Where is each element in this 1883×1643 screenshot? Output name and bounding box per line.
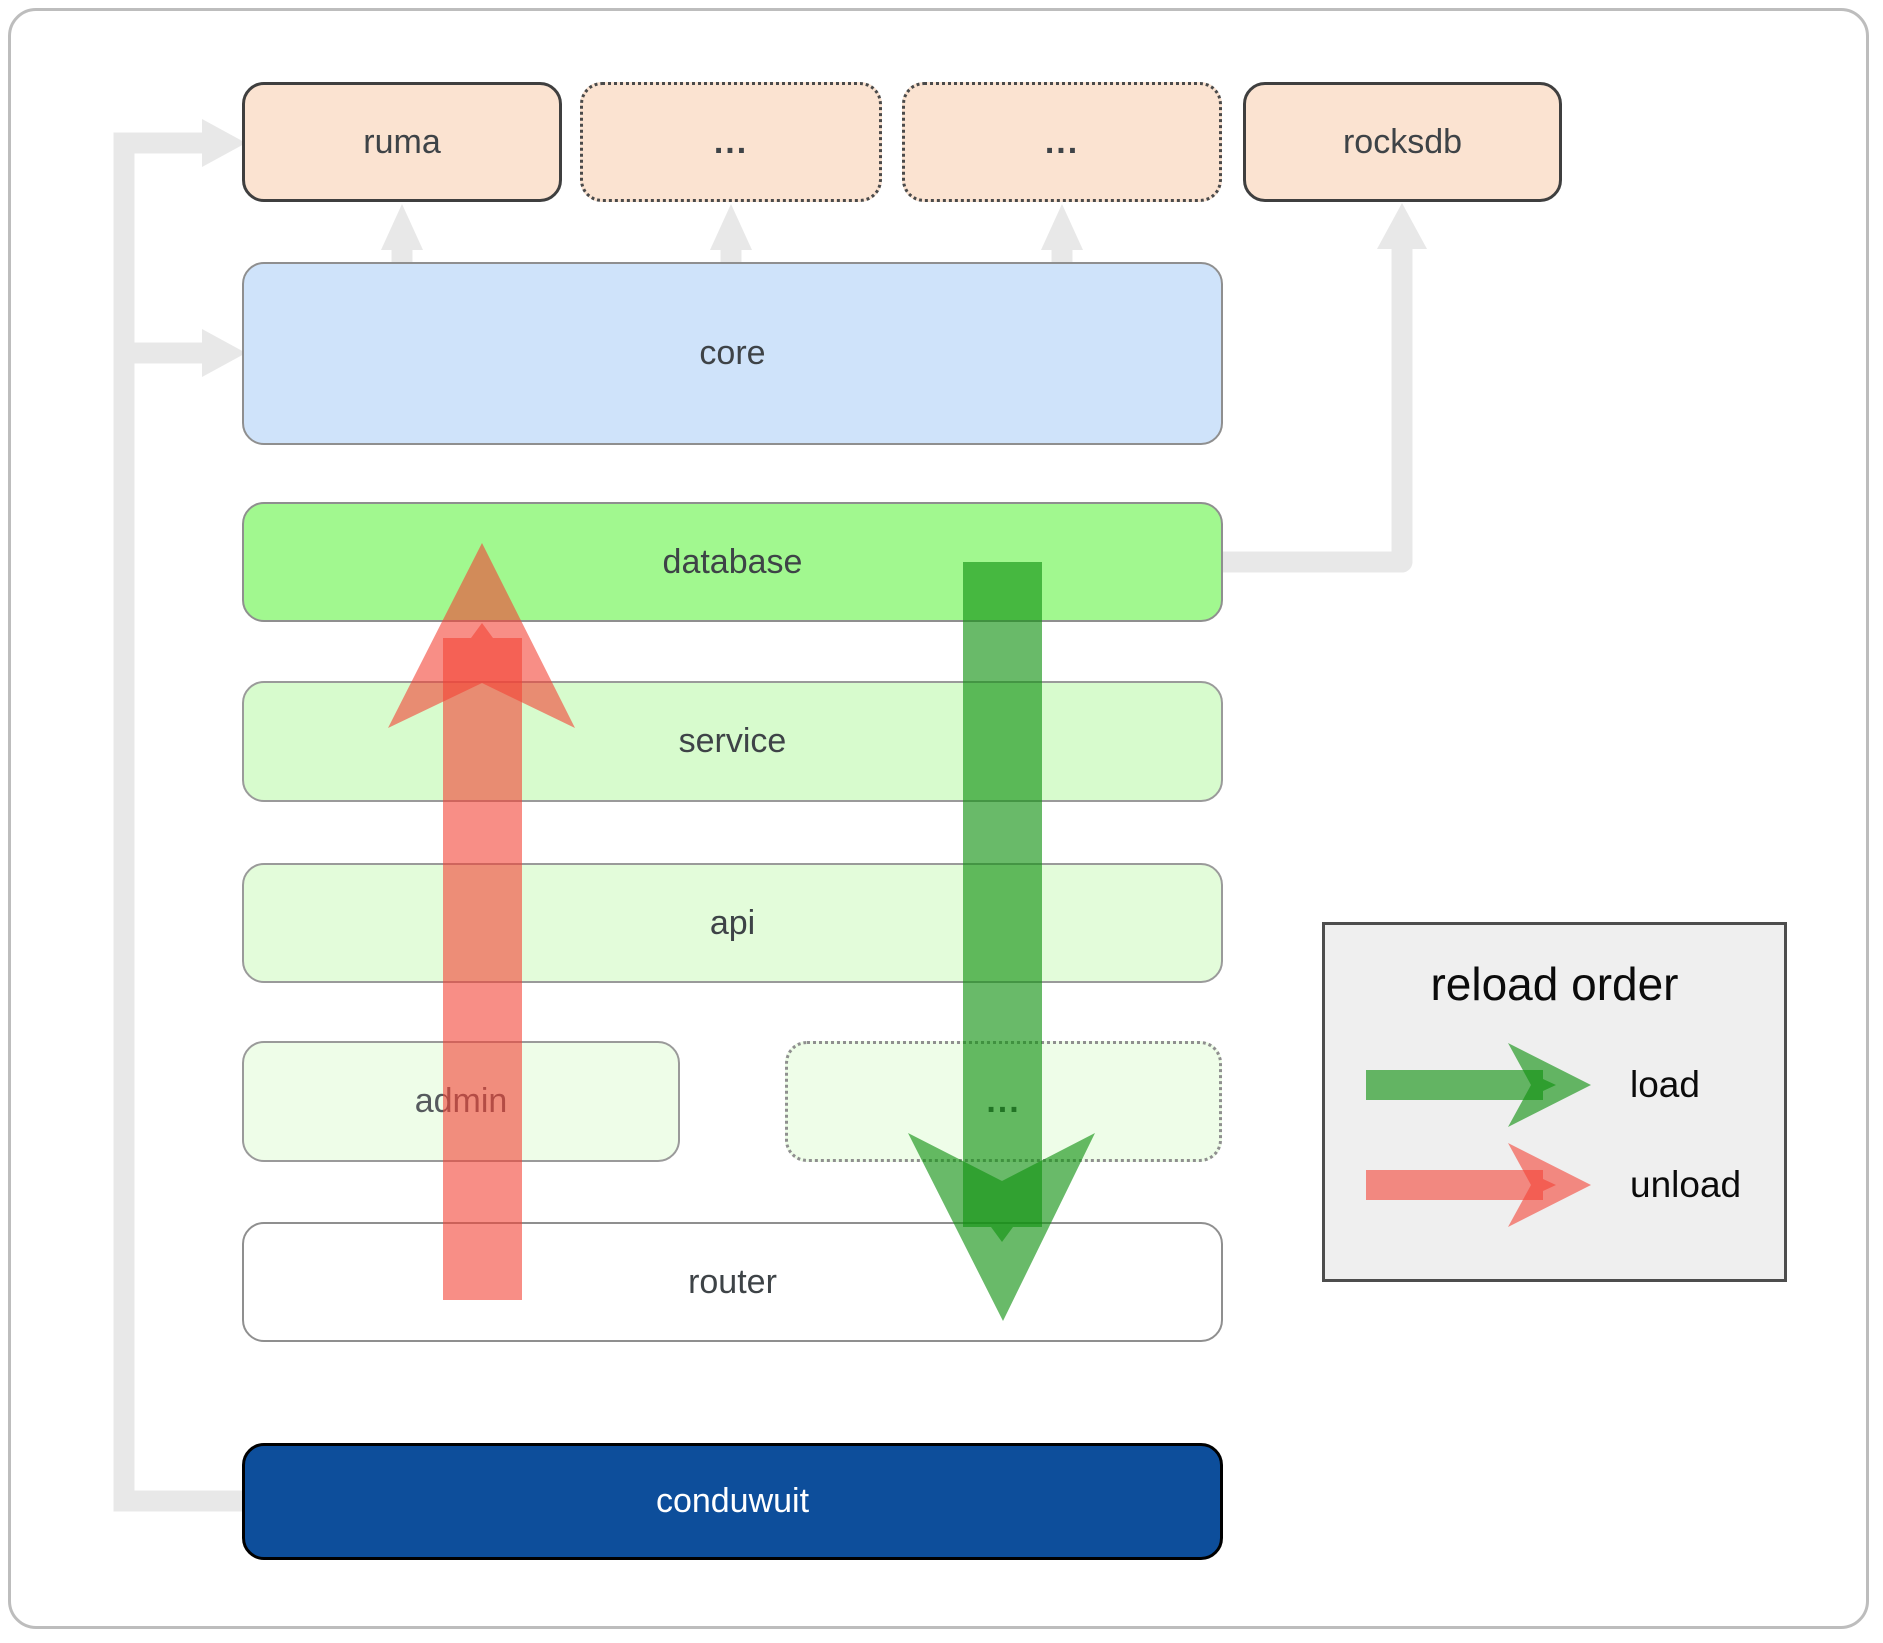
node-ellipsis-3-label: ... [986,1082,1021,1120]
node-admin: admin [242,1041,680,1162]
node-ruma-label: ruma [363,122,441,161]
legend-unload-arrow-icon [1366,1143,1591,1227]
legend-load-arrow-icon [1366,1043,1591,1127]
node-database: database [242,502,1223,622]
legend-panel: reload order load unload [1322,922,1787,1282]
node-rocksdb: rocksdb [1243,82,1562,202]
node-rocksdb-label: rocksdb [1342,122,1463,161]
node-database-label: database [662,542,803,581]
node-core: core [242,262,1223,445]
legend-unload-label: unload [1630,1164,1742,1205]
node-service-label: service [678,722,787,760]
diagram-outer-border [8,8,1869,1629]
node-service: service [242,681,1223,802]
node-conduwuit: conduwuit [242,1443,1223,1560]
node-ellipsis-2: ... [902,82,1222,202]
node-conduwuit-label: conduwuit [655,1482,810,1520]
node-core-label: core [699,334,766,372]
legend-load-label: load [1630,1064,1700,1105]
node-ruma: ruma [242,82,562,202]
node-ellipsis-1: ... [580,82,882,202]
legend-title: reload order [1430,958,1679,1010]
node-api-label: api [709,903,756,942]
node-api: api [242,863,1223,983]
node-router: router [242,1222,1223,1342]
node-ellipsis-2-label: ... [1044,122,1080,161]
node-admin-label: admin [414,1082,508,1120]
node-router-label: router [688,1262,777,1301]
node-ellipsis-1-label: ... [713,122,749,161]
node-ellipsis-3: ... [785,1041,1222,1162]
